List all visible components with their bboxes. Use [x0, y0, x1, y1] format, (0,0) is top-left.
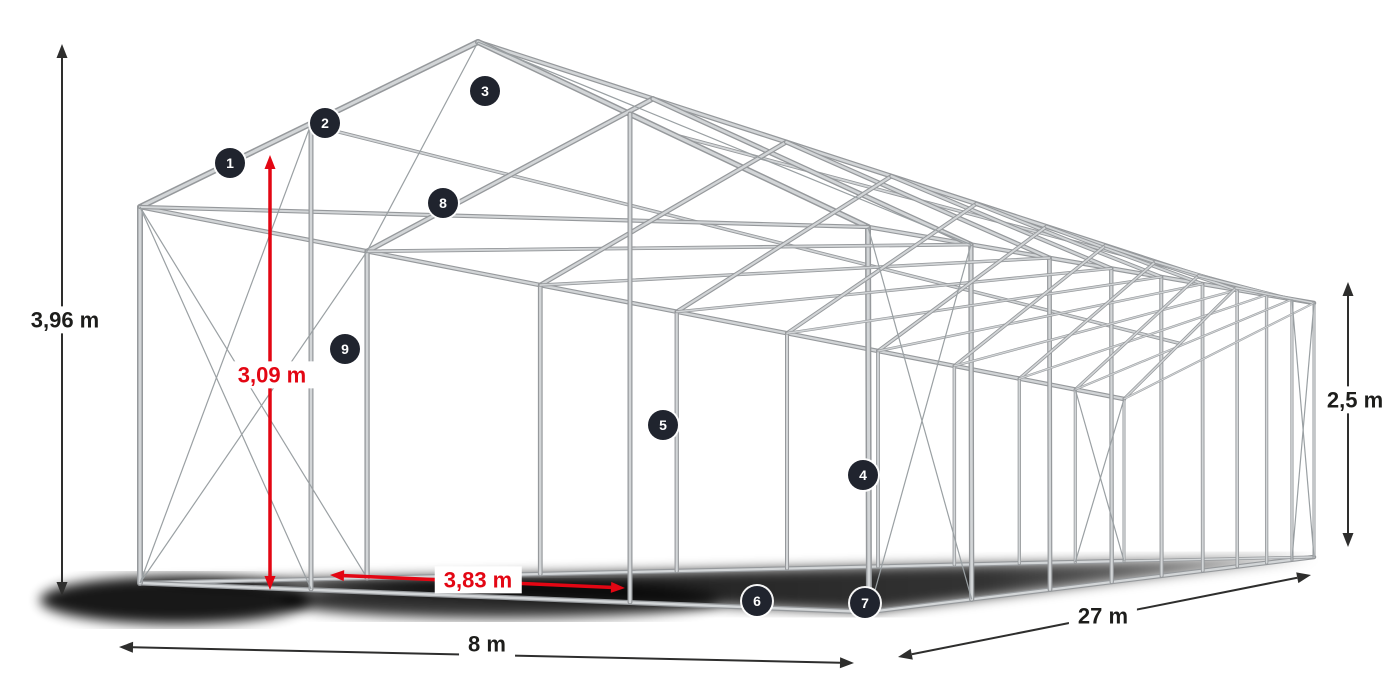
dimension-label-side-height: 2,5 m	[1317, 386, 1393, 414]
part-marker-6[interactable]: 6	[742, 586, 772, 616]
part-marker-9[interactable]: 9	[330, 334, 360, 364]
part-marker-4[interactable]: 4	[848, 460, 878, 490]
dimension-label-inner-width: 3,83 m	[434, 566, 522, 594]
arrow-side-height	[1342, 282, 1354, 547]
dimension-label-width: 8 m	[459, 630, 515, 658]
part-marker-7[interactable]: 7	[850, 588, 880, 618]
part-marker-8[interactable]: 8	[428, 188, 458, 218]
dimension-label-total-height: 3,96 m	[21, 306, 109, 334]
part-marker-5[interactable]: 5	[648, 410, 678, 440]
dimension-label-inner-height: 3,09 m	[228, 361, 316, 389]
tent-frame	[137, 39, 1317, 615]
bracing-cables	[139, 41, 1315, 613]
part-marker-3[interactable]: 3	[470, 76, 500, 106]
part-marker-1[interactable]: 1	[215, 148, 245, 178]
dimension-label-length: 27 m	[1068, 602, 1138, 630]
ground-shadow	[40, 557, 1314, 624]
part-marker-2[interactable]: 2	[310, 108, 340, 138]
